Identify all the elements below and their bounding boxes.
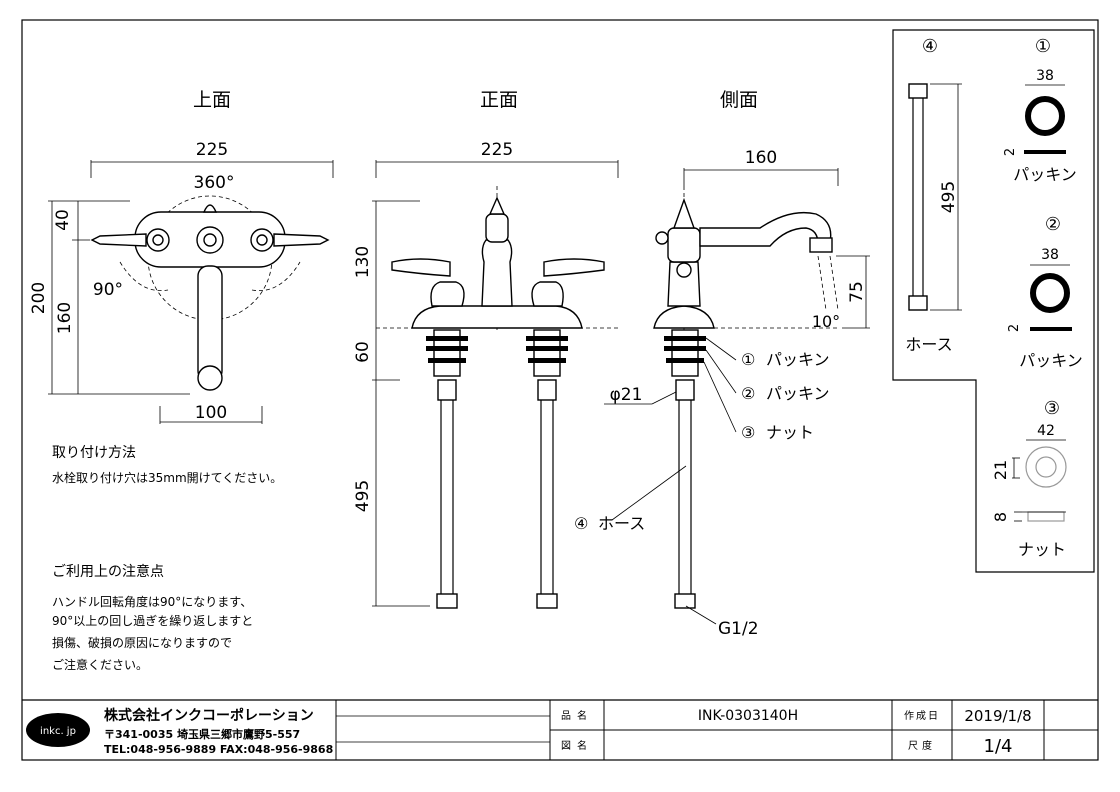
- company-address: 〒341-0035 埼玉県三郷市鷹野5-557: [104, 727, 300, 741]
- scale-label: 尺度: [908, 739, 936, 752]
- front-deck: [411, 305, 583, 329]
- caution-line: 90°以上の回し過ぎを繰り返しますと: [52, 614, 253, 628]
- panel-p2-thick: 2: [1007, 324, 1022, 332]
- callout-4-label: ホース: [598, 514, 645, 533]
- front-right-lever: [543, 258, 605, 277]
- install-title: 取り付け方法: [52, 445, 136, 461]
- callout-3-num: ③: [741, 423, 755, 442]
- panel-hose-num: ④: [922, 36, 938, 57]
- front-right-shank: [526, 329, 568, 609]
- side-view: 側面 160 10° 75 φ21: [574, 89, 870, 639]
- scale-value: 1/4: [984, 736, 1013, 757]
- panel-p2-num: ②: [1045, 214, 1061, 235]
- front-view: 正面 225 130 60 495: [353, 89, 620, 609]
- panel-p3-label: ナット: [1018, 540, 1066, 559]
- panel-p1-thick: 2: [1003, 148, 1018, 156]
- date-label: 作成日: [904, 710, 940, 722]
- front-view-title: 正面: [480, 89, 518, 111]
- top-h160-label: 160: [55, 302, 75, 334]
- caution-line: ハンドル回転角度は90°になります、: [52, 594, 252, 609]
- panel-p1-num: ①: [1035, 36, 1051, 57]
- panel-hose-len: 495: [939, 181, 959, 213]
- panel-p2-label: パッキン: [1019, 351, 1083, 370]
- top-spout: [197, 265, 223, 382]
- notes: 取り付け方法 水栓取り付け穴は35mm開けてください。 ご利用上の注意点 ハンド…: [52, 445, 282, 672]
- side-width-label: 160: [745, 148, 777, 168]
- panel-p1-dia: 38: [1036, 68, 1054, 84]
- parts-panel: ④ 495 ホース ① 38 2 パッキン ② 38 2 パッキン ③ 42: [892, 29, 1095, 573]
- top-h40-label: 40: [53, 209, 73, 231]
- product-label: 品名: [561, 709, 593, 722]
- front-left-lever: [391, 258, 451, 277]
- company-logo-text: inkc. jp: [40, 726, 76, 737]
- side-angle-label: 10°: [812, 312, 840, 331]
- side-view-title: 側面: [720, 89, 758, 111]
- product-value: INK-0303140H: [698, 708, 798, 724]
- callout-4-num: ④: [574, 514, 588, 533]
- front-left-shank: [426, 329, 468, 609]
- top-h200-label: 200: [29, 282, 49, 314]
- company-logo: [26, 713, 90, 747]
- date-value: 2019/1/8: [964, 707, 1031, 725]
- top-width-label: 225: [196, 140, 228, 160]
- top-rotation-label: 360°: [194, 173, 235, 193]
- panel-p3-h8: 8: [991, 512, 1010, 522]
- company-tel: TEL:048-956-9889 FAX:048-956-9868: [104, 743, 333, 756]
- panel-hose-label: ホース: [905, 335, 952, 354]
- front-h130-label: 130: [353, 246, 373, 278]
- install-text: 水栓取り付け穴は35mm開けてください。: [52, 470, 282, 485]
- top-angle-label: 90°: [93, 280, 123, 300]
- company-name: 株式会社インクコーポレーション: [104, 707, 314, 724]
- side-phi-label: φ21: [610, 385, 643, 405]
- top-view-title: 上面: [193, 89, 231, 111]
- front-h60-label: 60: [353, 341, 373, 363]
- title-block: inkc. jp 株式会社インクコーポレーション 〒341-0035 埼玉県三郷…: [22, 699, 1098, 760]
- front-h495-label: 495: [353, 480, 373, 512]
- front-width-label: 225: [481, 140, 513, 160]
- top-view: 上面 225 360° 90° 40 200 160: [29, 89, 334, 424]
- callout-2-num: ②: [741, 384, 755, 403]
- top-bottom-label: 100: [195, 403, 227, 423]
- callout-1-num: ①: [741, 350, 755, 369]
- drawing-label: 図名: [561, 739, 593, 752]
- callout-2-label: パッキン: [766, 384, 830, 403]
- caution-line: 損傷、破損の原因になりますので: [52, 635, 232, 650]
- callout-1-label: パッキン: [766, 350, 830, 369]
- right-handle-top: [273, 233, 330, 247]
- panel-p3-h21: 21: [991, 460, 1010, 480]
- caution-line: ご注意ください。: [52, 657, 148, 672]
- side-thread-label: G1/2: [718, 619, 759, 639]
- panel-p3-num: ③: [1044, 398, 1060, 419]
- caution-title: ご利用上の注意点: [52, 563, 164, 580]
- left-handle-top: [90, 233, 147, 247]
- side-h75-label: 75: [847, 281, 867, 303]
- panel-p3-dia: 42: [1037, 423, 1055, 439]
- drawing-border: [21, 19, 1099, 761]
- panel-p1-label: パッキン: [1013, 165, 1077, 184]
- callout-3-label: ナット: [766, 423, 814, 442]
- panel-p2-dia: 38: [1041, 247, 1059, 263]
